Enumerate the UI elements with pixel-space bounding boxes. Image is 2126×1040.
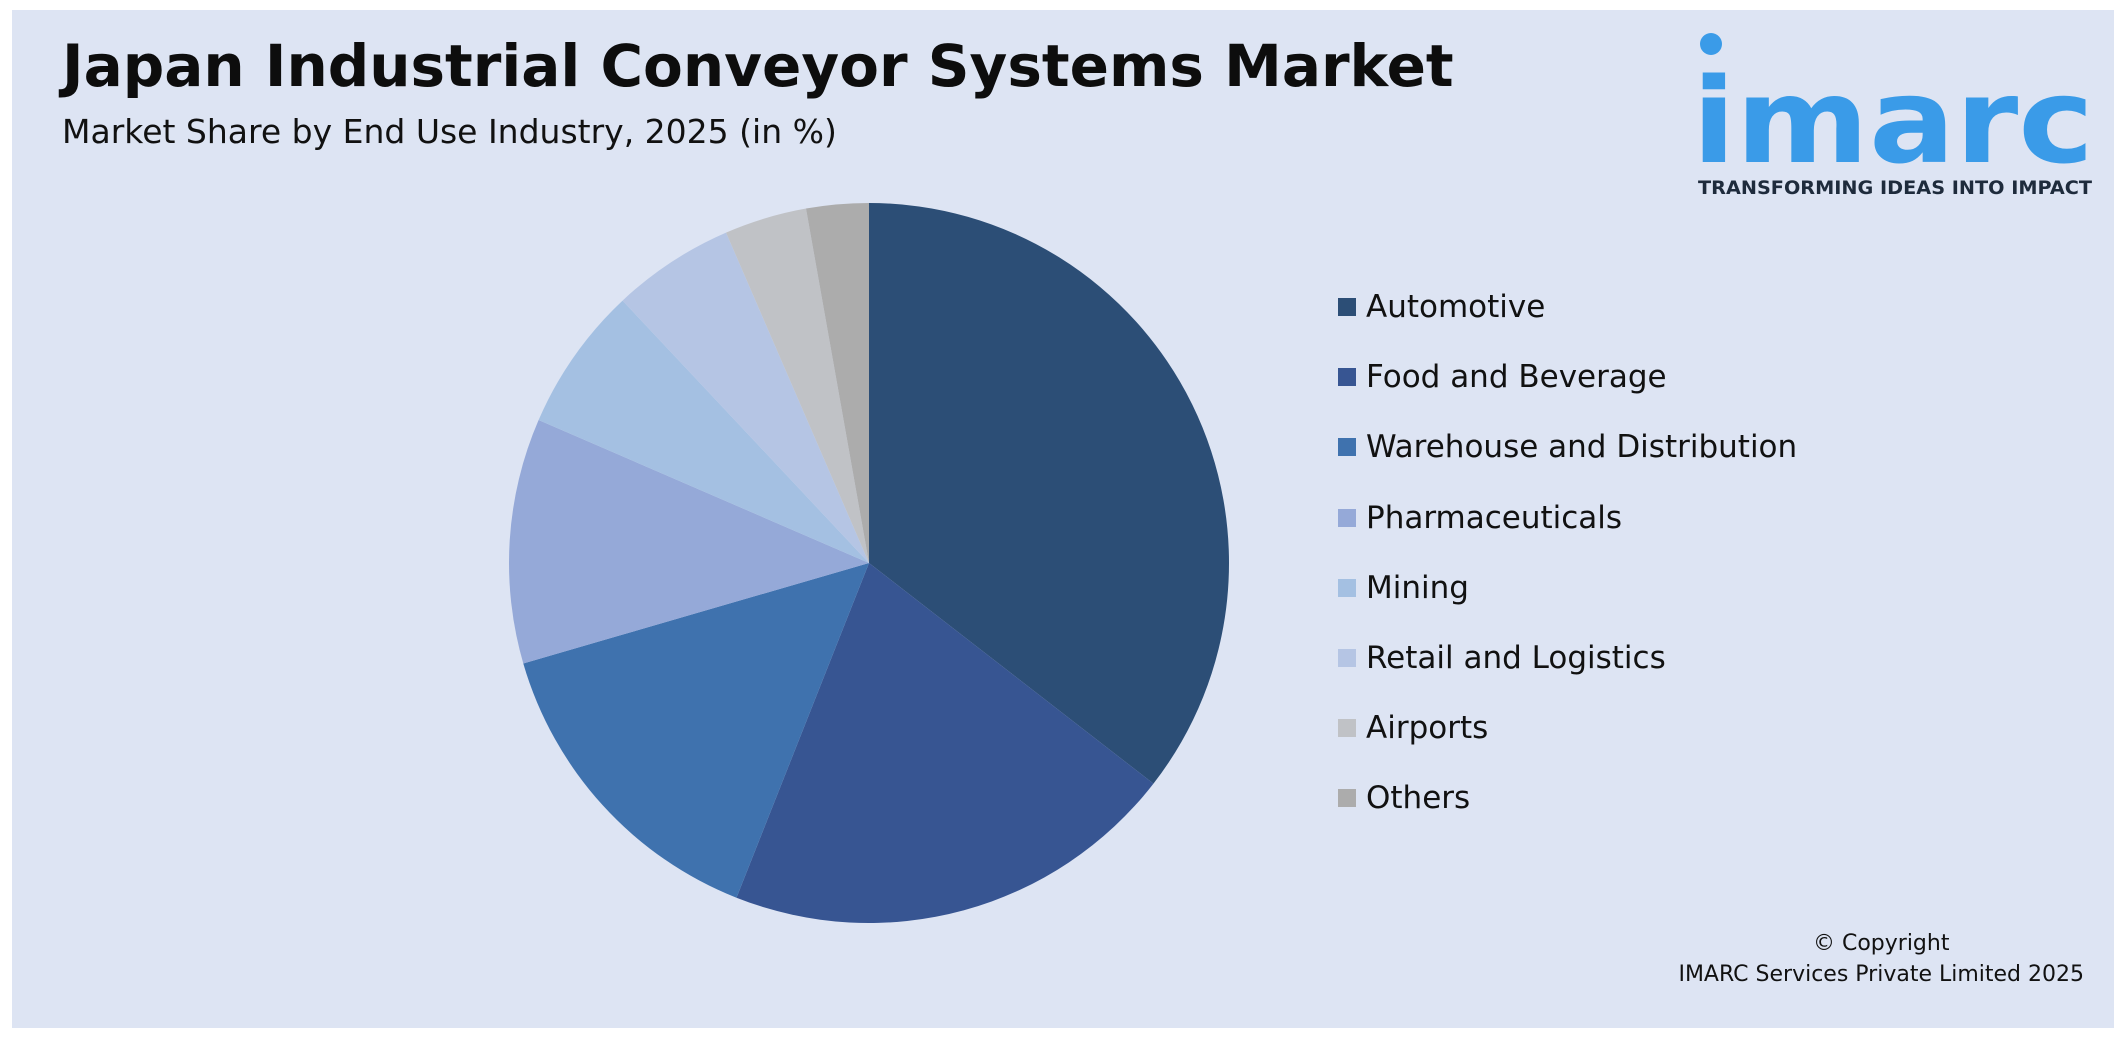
legend-item: Pharmaceuticals [1338,496,1622,540]
chart-subtitle: Market Share by End Use Industry, 2025 (… [62,112,837,151]
logo-wordmark: imarc [1692,52,2094,190]
logo-dot-icon [1700,33,1722,55]
logo-tagline: TRANSFORMING IDEAS INTO IMPACT [1698,177,2092,199]
pie-slice-food-and-beverage [736,563,1154,924]
copyright-line-2: IMARC Services Private Limited 2025 [1678,962,2084,987]
chart-title: Japan Industrial Conveyor Systems Market [62,32,1454,100]
legend-item: Warehouse and Distribution [1338,425,1797,469]
pie-slice-warehouse-and-distribution [523,563,869,898]
legend-label: Pharmaceuticals [1366,499,1623,536]
legend-swatch [1338,789,1356,808]
pie-slice-automotive [869,203,1230,784]
pie-slice-retail-and-logistics [622,232,869,564]
pie-slice-airports [726,208,869,563]
pie-slice-others [805,203,869,563]
legend-swatch [1338,438,1356,457]
legend-item: Automotive [1338,285,1545,329]
copyright-line-1: © Copyright [1812,931,1950,956]
legend-item: Mining [1338,566,1469,610]
imarc-logo: imarc TRANSFORMING IDEAS INTO IMPACT [1692,33,2094,199]
legend-item: Airports [1338,706,1488,750]
legend-swatch [1338,649,1356,667]
legend-label: Warehouse and Distribution [1366,429,1798,466]
legend-swatch [1338,368,1356,387]
legend-item: Retail and Logistics [1338,636,1666,680]
pie-slice-pharmaceuticals [508,420,869,664]
legend-swatch [1338,298,1356,316]
legend-swatch [1338,578,1356,597]
legend-label: Food and Beverage [1366,359,1667,396]
legend-label: Retail and Logistics [1366,640,1666,676]
copyright-notice: © Copyright IMARC Services Private Limit… [1678,928,2084,990]
legend-item: Others [1338,776,1470,820]
legend-swatch [1338,719,1356,738]
pie-slice-mining [538,300,869,563]
legend-label: Automotive [1366,289,1546,325]
legend-label: Mining [1366,569,1469,606]
legend-item: Food and Beverage [1338,355,1667,399]
legend-swatch [1338,508,1356,527]
legend-label: Airports [1366,710,1489,747]
legend-label: Others [1366,780,1471,817]
